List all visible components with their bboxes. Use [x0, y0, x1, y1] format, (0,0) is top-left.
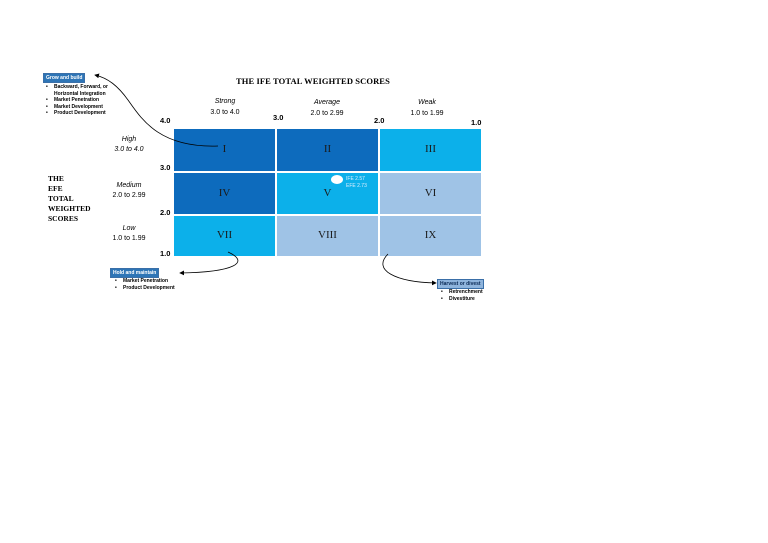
score-values: IFE 2.57 EFE 2.73: [346, 176, 367, 190]
column-range: 3.0 to 4.0: [210, 109, 240, 116]
cell-vii: VII: [174, 216, 275, 256]
efe-axis-label: THE EFE TOTAL WEIGHTED SCORES: [48, 174, 108, 224]
column-header-strong: Strong 3.0 to 4.0: [196, 96, 254, 118]
arrow-to-grow: [94, 73, 219, 147]
column-name: Strong: [214, 98, 236, 105]
x-tick: 1.0: [471, 118, 482, 127]
axis-label-line: TOTAL: [48, 194, 74, 203]
column-range: 1.0 to 1.99: [410, 110, 444, 117]
y-tick: 2.0: [160, 208, 171, 217]
list-item: Retrenchment: [439, 289, 483, 296]
ie-matrix-grid: I II III IV V VI VII VIII IX: [174, 129, 481, 256]
row-header-medium: Medium 2.0 to 2.99: [104, 181, 154, 201]
list-item: Product Development: [44, 110, 108, 117]
x-tick: 3.0: [273, 113, 284, 122]
list-item: Market Development: [44, 104, 108, 111]
list-item: Market Penetration: [113, 278, 175, 285]
x-tick: 4.0: [160, 116, 171, 125]
column-name: Average: [314, 99, 340, 106]
list-item: Divestiture: [439, 296, 483, 303]
grow-strategy-list: Backward, Forward, or Horizontal Integra…: [44, 84, 108, 117]
list-item: Market Penetration: [44, 97, 108, 104]
hold-strategy-list: Market Penetration Product Development: [113, 278, 175, 291]
cell-vi: VI: [380, 173, 481, 214]
cell-iii: III: [380, 129, 481, 171]
axis-label-line: WEIGHTED: [48, 204, 91, 213]
ife-score: IFE 2.57: [346, 176, 365, 182]
column-header-weak: Weak 1.0 to 1.99: [398, 97, 456, 119]
arrow-to-harvest: [382, 253, 437, 286]
row-range: 1.0 to 1.99: [112, 235, 146, 242]
harvest-strategy-list: Retrenchment Divestiture: [439, 289, 483, 302]
y-tick: 1.0: [160, 249, 171, 258]
axis-label-line: EFE: [48, 184, 63, 193]
efe-score: EFE 2.73: [346, 183, 367, 189]
row-name: Medium: [116, 182, 142, 189]
row-range: 2.0 to 2.99: [112, 192, 146, 199]
cell-v: V: [277, 173, 378, 214]
row-name: High: [121, 136, 137, 143]
column-range: 2.0 to 2.99: [310, 110, 344, 117]
position-marker: [331, 175, 343, 184]
axis-label-line: THE: [48, 174, 64, 183]
list-item: Product Development: [113, 285, 175, 292]
cell-i: I: [174, 129, 275, 171]
x-tick: 2.0: [374, 116, 385, 125]
axis-label-line: SCORES: [48, 214, 79, 223]
arrow-to-hold: [179, 251, 239, 276]
column-header-average: Average 2.0 to 2.99: [296, 97, 358, 119]
list-item: Backward, Forward, or: [44, 84, 108, 91]
grow-and-build-label: Grow and build: [43, 73, 86, 83]
y-tick: 3.0: [160, 163, 171, 172]
cell-viii: VIII: [277, 216, 378, 256]
list-item: Horizontal Integration: [54, 90, 106, 97]
diagram-title: THE IFE TOTAL WEIGHTED SCORES: [236, 76, 390, 86]
cell-iv: IV: [174, 173, 275, 214]
column-name: Weak: [418, 99, 436, 106]
cell-ii: II: [277, 129, 378, 171]
row-range: 3.0 to 4.0: [114, 146, 144, 153]
cell-ix: IX: [380, 216, 481, 256]
row-name: Low: [122, 225, 136, 232]
row-header-high: High 3.0 to 4.0: [106, 135, 152, 155]
row-header-low: Low 1.0 to 1.99: [104, 224, 154, 244]
